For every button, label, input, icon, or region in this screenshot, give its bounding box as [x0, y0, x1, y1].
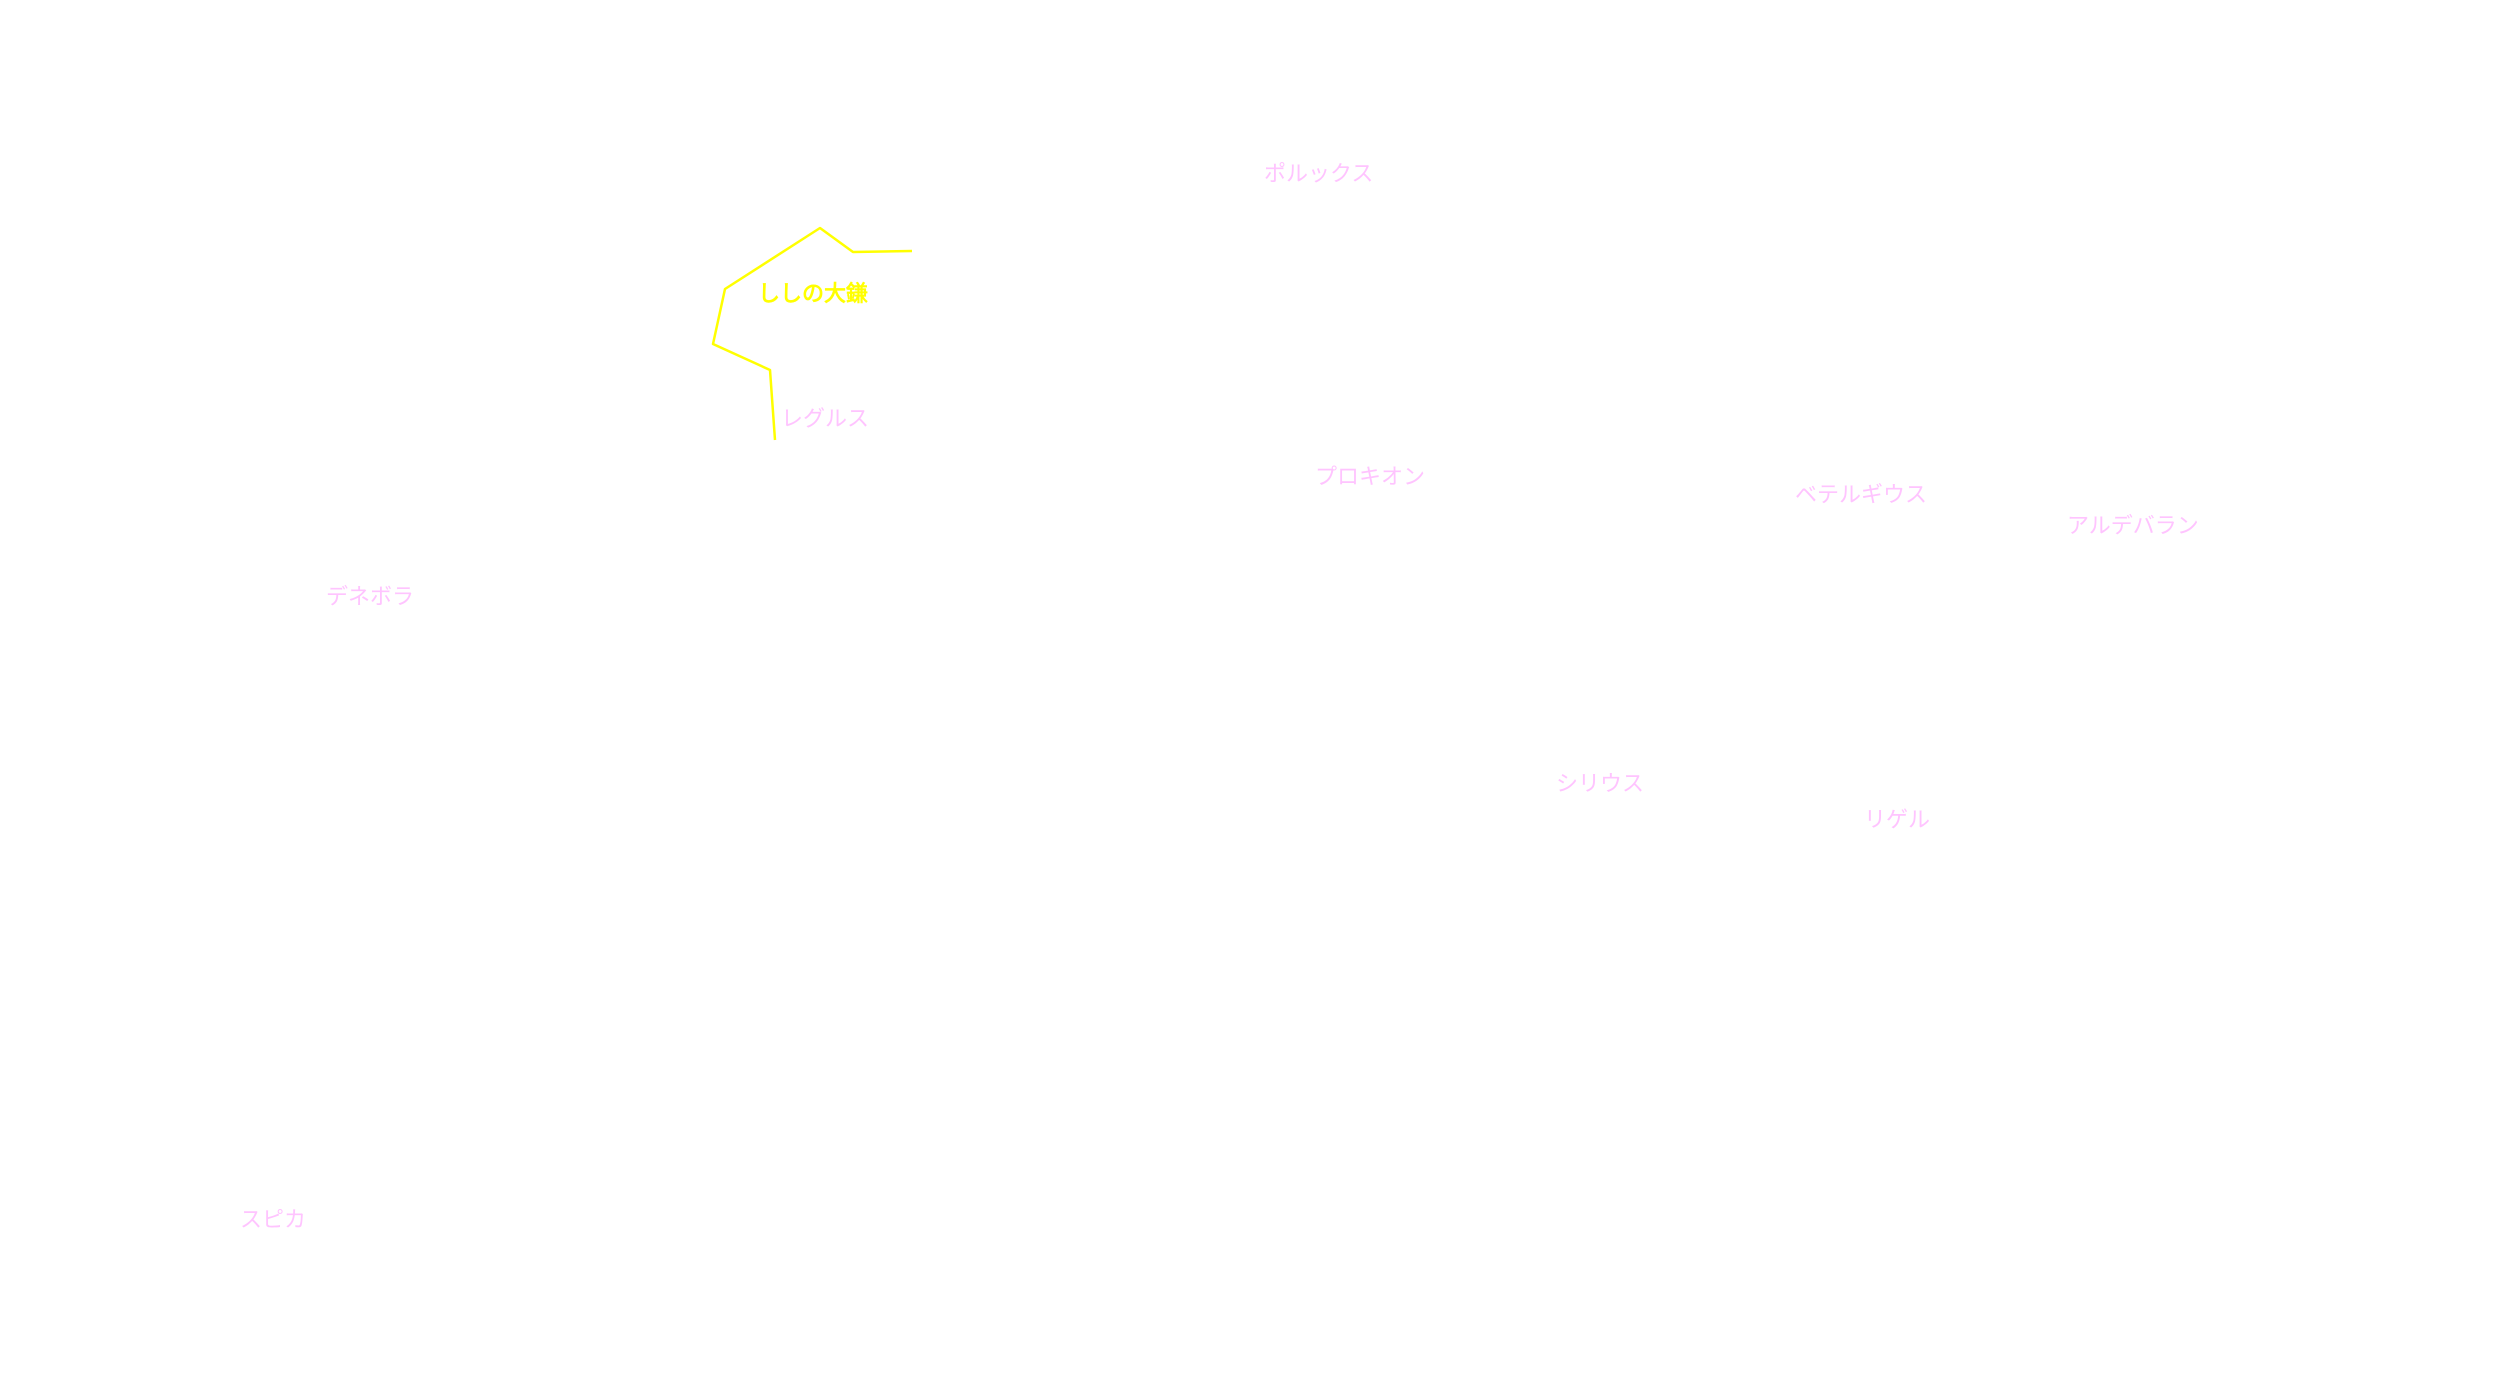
star-label-sirius: シリウス [1556, 772, 1645, 797]
star-label-procyon: プロキオン [1315, 465, 1426, 490]
star-label-spica: スピカ [240, 1208, 307, 1233]
sickle-of-leo-line [711, 226, 913, 441]
star-label-rigel: リゲル [1864, 808, 1931, 833]
star-label-denebola: デネボラ [326, 585, 415, 610]
star-label-betelgeuse: ベテルギウス [1795, 483, 1928, 508]
star-label-pollux: ポルックス [1264, 162, 1374, 187]
asterism-label-sickle-of-leo: ししの大鎌 [758, 282, 869, 307]
star-label-regulus: レグルス [781, 407, 870, 432]
star-label-aldebaran: アルデバラン [2067, 514, 2199, 539]
